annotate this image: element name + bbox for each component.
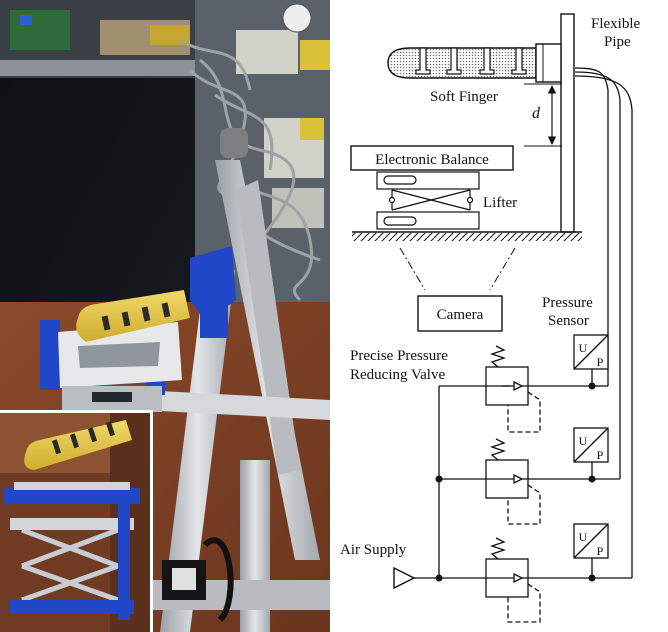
pressure-reducing-valve-2 (485, 438, 592, 525)
transducer-1-p: P (597, 355, 604, 369)
flexible-pipes (574, 67, 633, 579)
distance-indicator (524, 83, 562, 147)
pressure-sensor-label-1: Pressure (542, 295, 593, 311)
flexible-pipe-label-2: Pipe (604, 34, 631, 50)
pressure-transducer-2 (573, 427, 609, 479)
electronic-balance-box (350, 145, 514, 171)
distance-label: d (532, 105, 541, 122)
pressure-sensor-label-2: Sensor (548, 313, 589, 329)
transducer-2-u: U (579, 434, 588, 448)
lifter-label: Lifter (483, 195, 517, 211)
pressure-transducer-3 (573, 523, 609, 578)
camera-label: Camera (437, 307, 484, 323)
flexible-pipe-label-1: Flexible (591, 16, 641, 32)
pressure-reducing-valve-3 (485, 537, 592, 623)
schematic-diagram: Soft Finger d Electronic Balance Lifter (340, 13, 641, 623)
support-post (560, 13, 575, 233)
soft-finger-photo-top (76, 290, 190, 342)
inset-photo (0, 413, 150, 632)
transducer-2-p: P (597, 448, 604, 462)
electronic-balance-label: Electronic Balance (375, 152, 489, 168)
transducer-3-u: U (579, 530, 588, 544)
soft-finger-schematic (387, 43, 562, 83)
transducer-1-u: U (579, 341, 588, 355)
setup-photo (0, 0, 330, 632)
lifter-photo (21, 527, 119, 603)
valve-label-2: Reducing Valve (350, 367, 445, 383)
pressure-transducer-1 (573, 334, 609, 386)
camera-box (417, 295, 503, 332)
valve-label-1: Precise Pressure (350, 348, 448, 364)
supply-manifold (414, 385, 486, 579)
pressure-reducing-valve-1 (485, 345, 592, 433)
aluminum-frame (140, 160, 330, 632)
soft-finger-label: Soft Finger (430, 89, 498, 105)
air-supply-label: Air Supply (340, 542, 407, 558)
pressure-gauge-icon (282, 3, 312, 33)
transducer-3-p: P (597, 544, 604, 558)
air-supply-source-icon (393, 566, 416, 590)
lifter-schematic (376, 171, 480, 230)
